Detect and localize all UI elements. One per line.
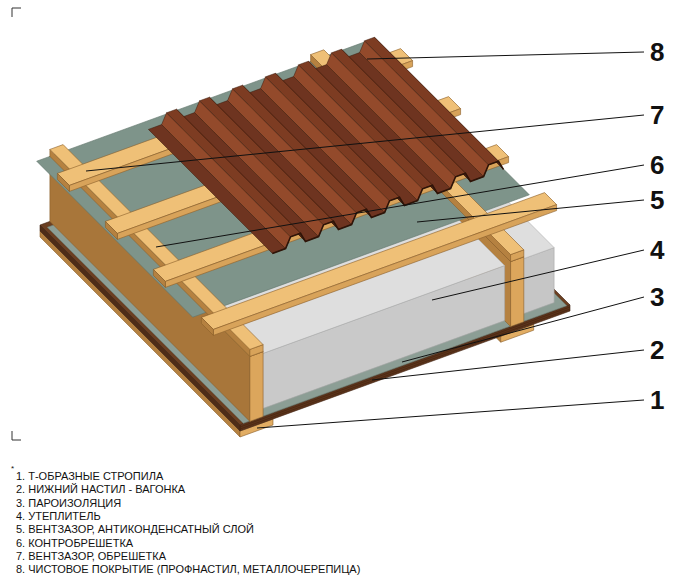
legend-note: 6. КОНТРОБРЕШЕТКА (16, 537, 133, 550)
callout-number: 3 (650, 282, 664, 312)
legend-note: 7. ВЕНТЗАЗОР, ОБРЕШЕТКА (16, 550, 166, 563)
frame-mark (12, 431, 21, 440)
callout-number: 4 (650, 235, 664, 265)
callout-number: 1 (650, 385, 664, 415)
legend-note: 3. ПАРОИЗОЛЯЦИЯ (16, 497, 121, 510)
callout-number: 7 (650, 100, 664, 130)
anticondensate-film (37, 39, 530, 317)
counter-batten (50, 50, 524, 357)
profiled-sheet (141, 37, 506, 253)
frame-mark (12, 8, 21, 17)
legend-note: 8. ЧИСТОВОЕ ПОКРЫТИЕ (ПРОФНАСТИЛ, МЕТАЛЛ… (16, 563, 360, 576)
legend-note: 4. УТЕПЛИТЕЛЬ (16, 510, 101, 523)
legend-note: 2. НИЖНИЙ НАСТИЛ - ВАГОНКА (16, 483, 185, 496)
callout-number: 6 (650, 150, 664, 180)
legend-note: 1. Т-ОБРАЗНЫЕ СТРОПИЛА (16, 470, 163, 483)
footnote-mark: * (11, 464, 14, 473)
callout-number: 2 (650, 335, 664, 365)
callout-number: 5 (650, 185, 664, 215)
leader-line (86, 52, 644, 428)
callout-number: 8 (650, 37, 664, 67)
legend-note: 5. ВЕНТЗАЗОР, АНТИКОНДЕНСАТНЫЙ СЛОЙ (16, 523, 254, 536)
